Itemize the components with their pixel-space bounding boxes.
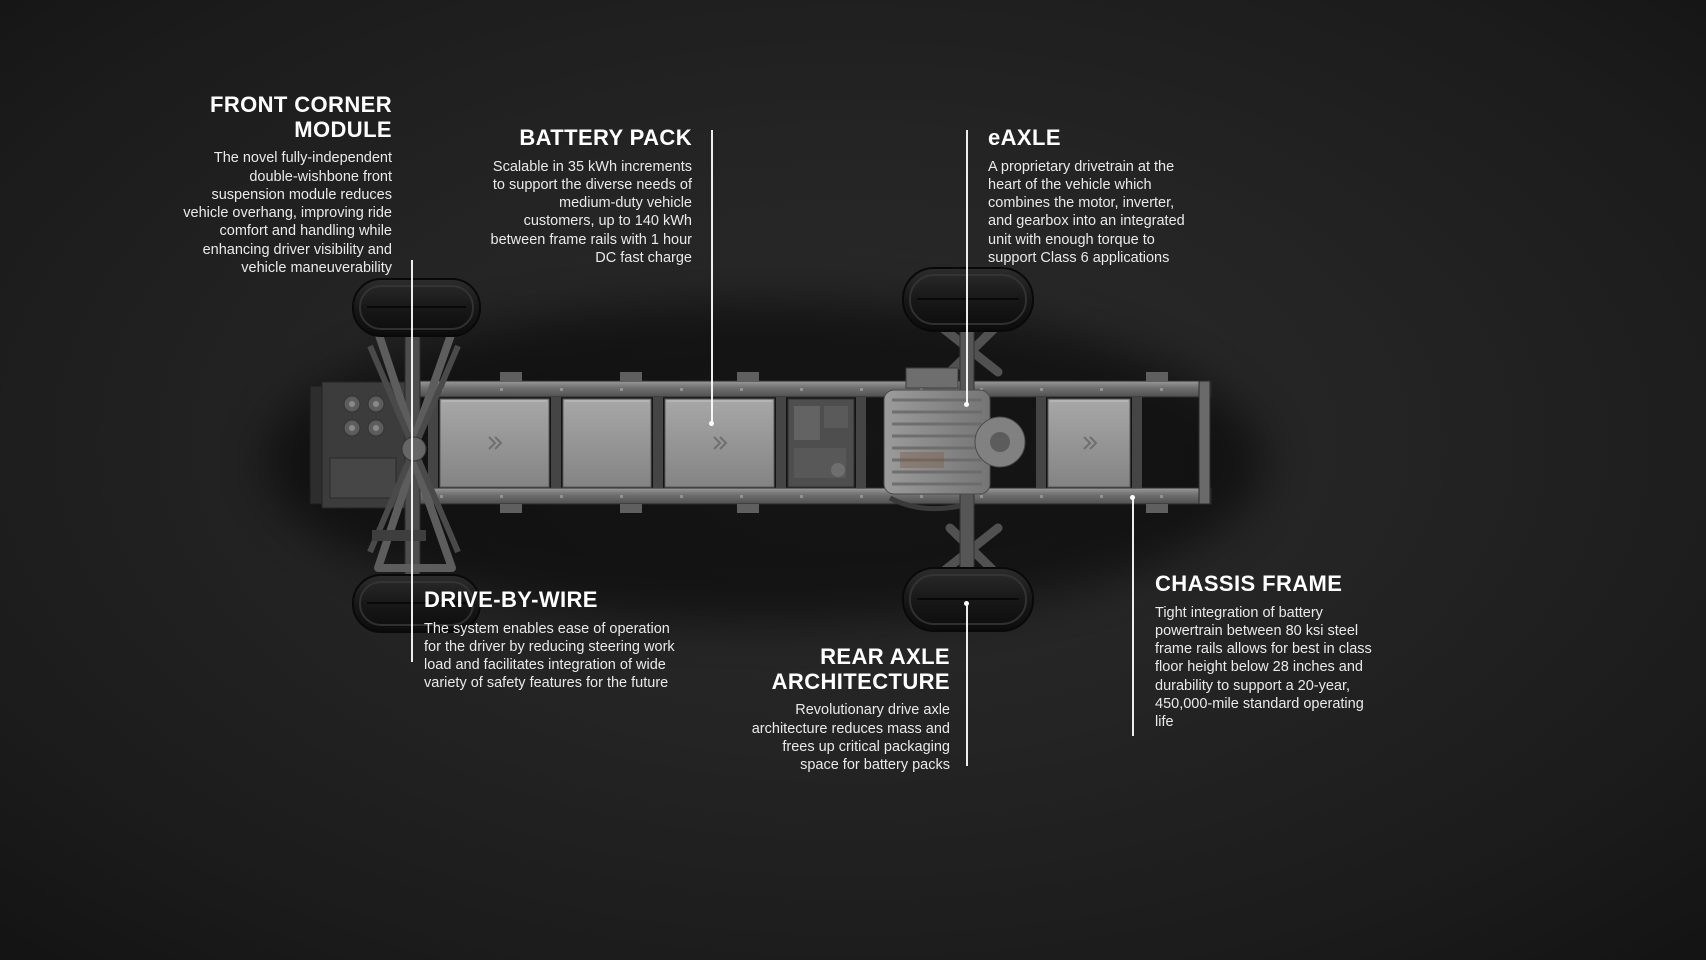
- callout-title-drive-by-wire: DRIVE-BY-WIRE: [424, 587, 598, 612]
- leader-line-drive-by-wire: [411, 456, 413, 662]
- leader-dot-rear-axle: [964, 601, 969, 606]
- callout-front-corner-module: FRONT CORNER MODULE The novel fully-inde…: [180, 92, 392, 277]
- callout-body-eaxle: A proprietary drivetrain at the heart of…: [988, 158, 1185, 266]
- leader-dot-chassis-frame: [1130, 495, 1135, 500]
- leader-line-front-corner-module: [411, 260, 413, 456]
- leader-dot-battery-pack: [709, 421, 714, 426]
- tires: [352, 267, 1034, 633]
- callout-drive-by-wire: DRIVE-BY-WIRE The system enables ease of…: [424, 587, 679, 693]
- leader-line-battery-pack: [711, 130, 713, 426]
- chassis-frame-rails: [414, 372, 1212, 513]
- leader-line-chassis-frame: [1132, 498, 1134, 736]
- callout-body-rear-axle-architecture: Revolutionary drive axle architecture re…: [751, 702, 950, 774]
- leader-dot-eaxle: [964, 402, 969, 407]
- callout-title-chassis-frame: CHASSIS FRAME: [1155, 571, 1343, 596]
- callout-body-front-corner-module: The novel fully-independent double-wishb…: [183, 150, 392, 276]
- callout-body-battery-pack: Scalable in 35 kWh increments to support…: [490, 158, 693, 266]
- power-electronics: [787, 398, 855, 488]
- tire-front-left: [352, 278, 481, 337]
- tire-front-right: [352, 574, 481, 633]
- tire-rear-left: [902, 267, 1034, 332]
- callout-body-chassis-frame: Tight integration of battery powertrain …: [1155, 604, 1372, 731]
- leader-line-eaxle: [966, 130, 968, 406]
- callout-title-rear-axle-architecture: REAR AXLE ARCHITECTURE: [771, 644, 950, 694]
- leader-line-rear-axle: [966, 604, 968, 766]
- battery-pack-modules: [439, 398, 1131, 488]
- callout-battery-pack: BATTERY PACK Scalable in 35 kWh incremen…: [490, 125, 693, 267]
- callout-title-eaxle: eAXLE: [988, 125, 1061, 150]
- tire-rear-right: [902, 567, 1034, 632]
- eaxle-motor: [883, 367, 1026, 512]
- callout-body-drive-by-wire: The system enables ease of operation for…: [424, 620, 675, 692]
- callout-chassis-frame: CHASSIS FRAME Tight integration of batte…: [1155, 571, 1373, 731]
- callout-rear-axle-architecture: REAR AXLE ARCHITECTURE Revolutionary dri…: [745, 644, 950, 774]
- callout-eaxle: eAXLE A proprietary drivetrain at the he…: [988, 125, 1188, 267]
- callout-title-battery-pack: BATTERY PACK: [519, 125, 692, 150]
- crossmembers: [428, 397, 1142, 488]
- callout-title-front-corner-module: FRONT CORNER MODULE: [209, 92, 392, 142]
